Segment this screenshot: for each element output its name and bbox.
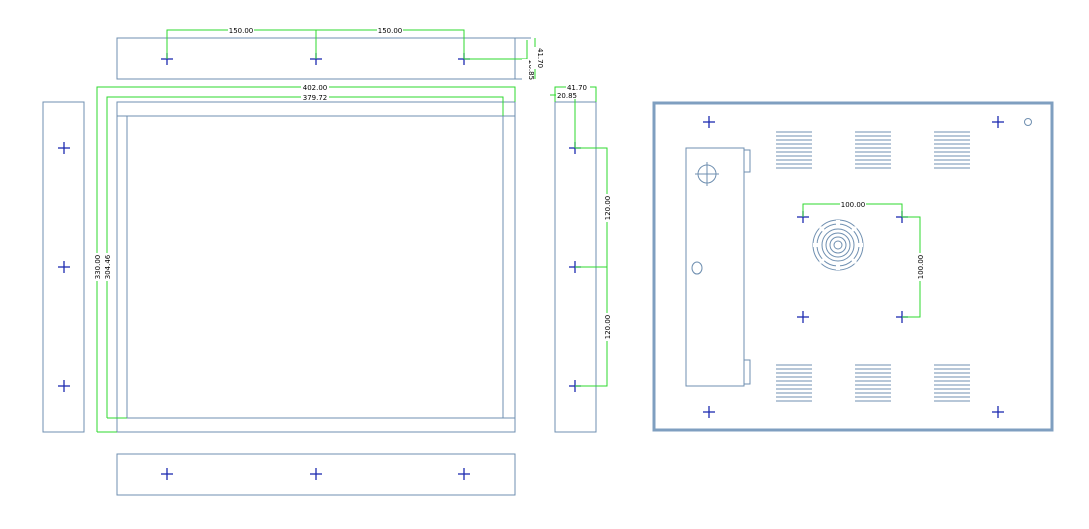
rear-control-box (685, 147, 745, 387)
top-depth-full-label: 41.70 (536, 48, 544, 68)
mount-mark-icon (58, 380, 70, 392)
front-display-area (126, 115, 504, 419)
fan-grille-icon (812, 219, 864, 271)
rear-control-box-tab (744, 149, 751, 173)
mount-mark-icon (58, 261, 70, 273)
top-depth-half-dimension-line (464, 58, 528, 60)
bottom-view-outline (116, 453, 516, 496)
mount-mark-icon (992, 116, 1004, 128)
left-side-view (42, 101, 85, 433)
mount-mark-icon (458, 468, 470, 480)
front-outer-dimension-line (96, 86, 516, 432)
rear-outer-outline (652, 101, 1054, 432)
right-side-view: 41.70 20.85 120.00 120.00 (550, 83, 612, 433)
rear-view: 100.00 100.00 (652, 101, 1054, 432)
front-view: 402.00 379.72 330.00 304.46 (93, 83, 516, 433)
crosshair-icon (695, 162, 719, 186)
mount-mark-icon (58, 142, 70, 154)
mount-mark-icon (703, 406, 715, 418)
side-spacing-2-label: 120.00 (604, 315, 612, 340)
mount-mark-icon (703, 116, 715, 128)
vesa-horizontal-label: 100.00 (841, 201, 866, 209)
bottom-view (116, 453, 516, 496)
mount-mark-icon (797, 311, 809, 323)
side-depth-full-label: 41.70 (567, 84, 587, 92)
rear-control-box-tab (744, 359, 751, 385)
vent-slots-icon (776, 364, 812, 402)
side-spacing-1-label: 120.00 (604, 196, 612, 221)
mount-mark-icon (992, 406, 1004, 418)
side-depth-half-dimension-line (550, 94, 576, 148)
vent-slots-icon (855, 131, 891, 169)
front-outer-height-label: 330.00 (94, 255, 102, 280)
front-outer-width-label: 402.00 (303, 84, 328, 92)
front-inner-dimension-line (106, 96, 504, 418)
mount-mark-icon (161, 468, 173, 480)
port-hole-icon (691, 261, 703, 275)
vent-slots-icon (934, 131, 970, 169)
top-spacing-2-label: 150.00 (378, 27, 403, 35)
front-inner-height-label: 304.46 (104, 254, 112, 279)
side-depth-half-label: 20.85 (557, 92, 577, 100)
top-spacing-1-label: 150.00 (229, 27, 254, 35)
side-spacing-2-dimension-line (575, 267, 608, 387)
front-inner-width-label: 379.72 (303, 94, 328, 102)
front-outer-bezel (116, 101, 516, 433)
left-side-outline (42, 101, 85, 433)
vent-slots-icon (776, 131, 812, 169)
side-spacing-1-dimension-line (575, 147, 608, 268)
indicator-hole-icon (1024, 118, 1032, 126)
top-depth-half-label: 20.85 (527, 60, 535, 80)
mount-mark-icon (310, 468, 322, 480)
top-view: 150.00 150.00 20.85 41.70 (116, 26, 544, 81)
vent-slots-icon (934, 364, 970, 402)
vesa-vertical-label: 100.00 (917, 255, 925, 280)
vent-slots-icon (855, 364, 891, 402)
